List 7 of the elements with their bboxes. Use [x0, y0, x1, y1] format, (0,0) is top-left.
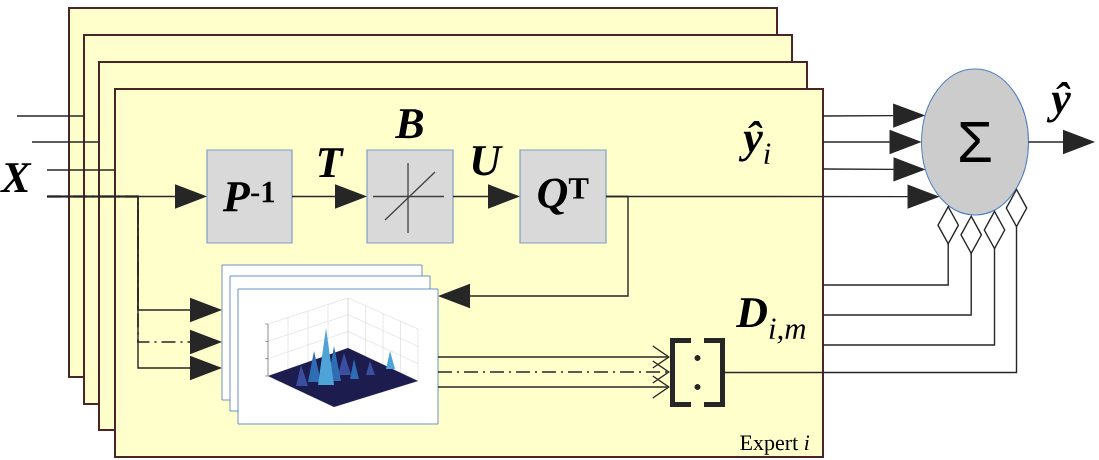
input-label: X — [0, 163, 32, 192]
diamond-connector — [822, 205, 960, 286]
diamond-connector — [724, 188, 1028, 374]
edge-label: ŷ — [1046, 81, 1072, 124]
connector-line — [16, 115, 85, 117]
connector-line — [31, 141, 100, 143]
panel-caption: Expert i — [740, 435, 810, 455]
